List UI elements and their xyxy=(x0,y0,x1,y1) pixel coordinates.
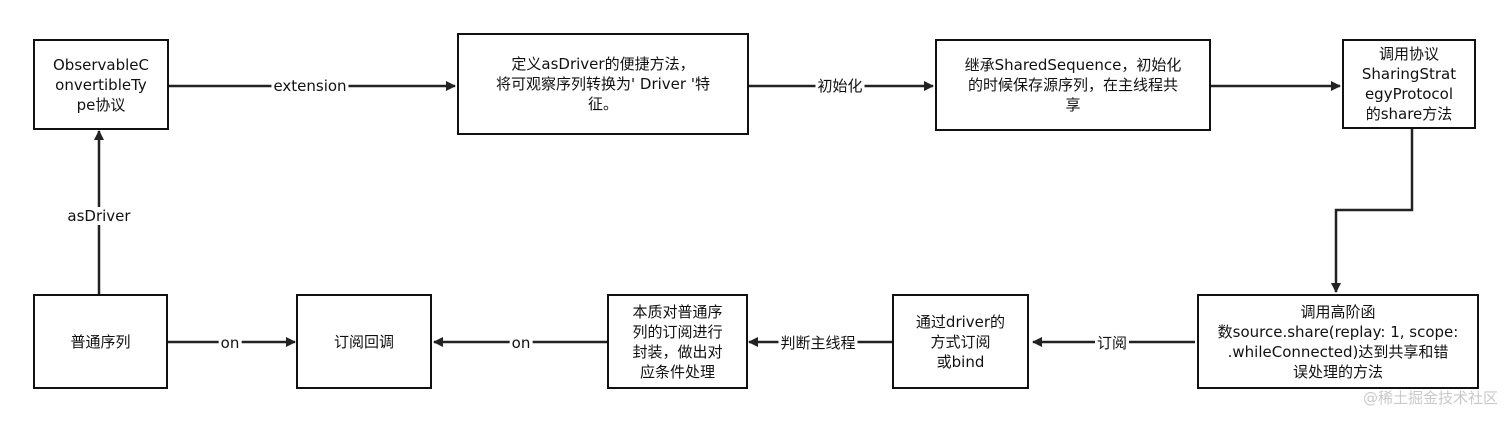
node-label: ObservableC onvertibleTy pe协议 xyxy=(53,55,149,114)
node-inherit-shared-sequence: 继承SharedSequence，初始化 的时候保存源序列，在主线程共 享 xyxy=(935,39,1211,131)
edge-label-subscribe: 订阅 xyxy=(1094,334,1130,352)
node-label: 通过driver的 方式订阅 或bind xyxy=(915,312,1006,371)
node-label: 订阅回调 xyxy=(333,332,394,351)
node-label: 调用高阶函 数source.share(replay: 1, scope: .w… xyxy=(1217,302,1459,381)
edge-label-on-1: on xyxy=(218,334,242,352)
edge-label-init: 初始化 xyxy=(815,77,865,95)
node-label: 继承SharedSequence，初始化 的时候保存源序列，在主线程共 享 xyxy=(964,56,1182,114)
watermark-text: @稀土掘金技术社区 xyxy=(1362,389,1498,407)
node-subscribe-callback: 订阅回调 xyxy=(296,294,432,389)
node-call-sharing-strategy-protocol: 调用协议 SharingStrat egyProtocol 的share方法 xyxy=(1342,39,1476,129)
node-label: 定义asDriver的便捷方法， 将可观察序列转换为' Driver '特 征。 xyxy=(496,55,710,113)
node-observable-convertible-type: ObservableC onvertibleTy pe协议 xyxy=(33,39,169,130)
edge-label-as-driver: asDriver xyxy=(65,207,133,225)
node-label: 本质对普通序 列的订阅进行 封装，做出对 应条件处理 xyxy=(632,302,723,381)
node-label: 普通序列 xyxy=(70,332,131,351)
node-label: 调用协议 SharingStrat egyProtocol 的share方法 xyxy=(1361,45,1457,123)
node-normal-sequence: 普通序列 xyxy=(33,294,168,389)
node-essence-wrap-subscription: 本质对普通序 列的订阅进行 封装，做出对 应条件处理 xyxy=(607,294,748,389)
edge-label-judge-main-thread: 判断主线程 xyxy=(778,334,858,352)
edge-label-on-2: on xyxy=(509,334,533,352)
edge-label-extension: extension xyxy=(271,77,349,95)
edge-protocol-to-share xyxy=(1331,128,1414,293)
node-call-high-order-share: 调用高阶函 数source.share(replay: 1, scope: .w… xyxy=(1197,294,1479,389)
node-define-as-driver: 定义asDriver的便捷方法， 将可观察序列转换为' Driver '特 征。 xyxy=(457,33,749,135)
node-subscribe-via-driver: 通过driver的 方式订阅 或bind xyxy=(892,294,1029,389)
